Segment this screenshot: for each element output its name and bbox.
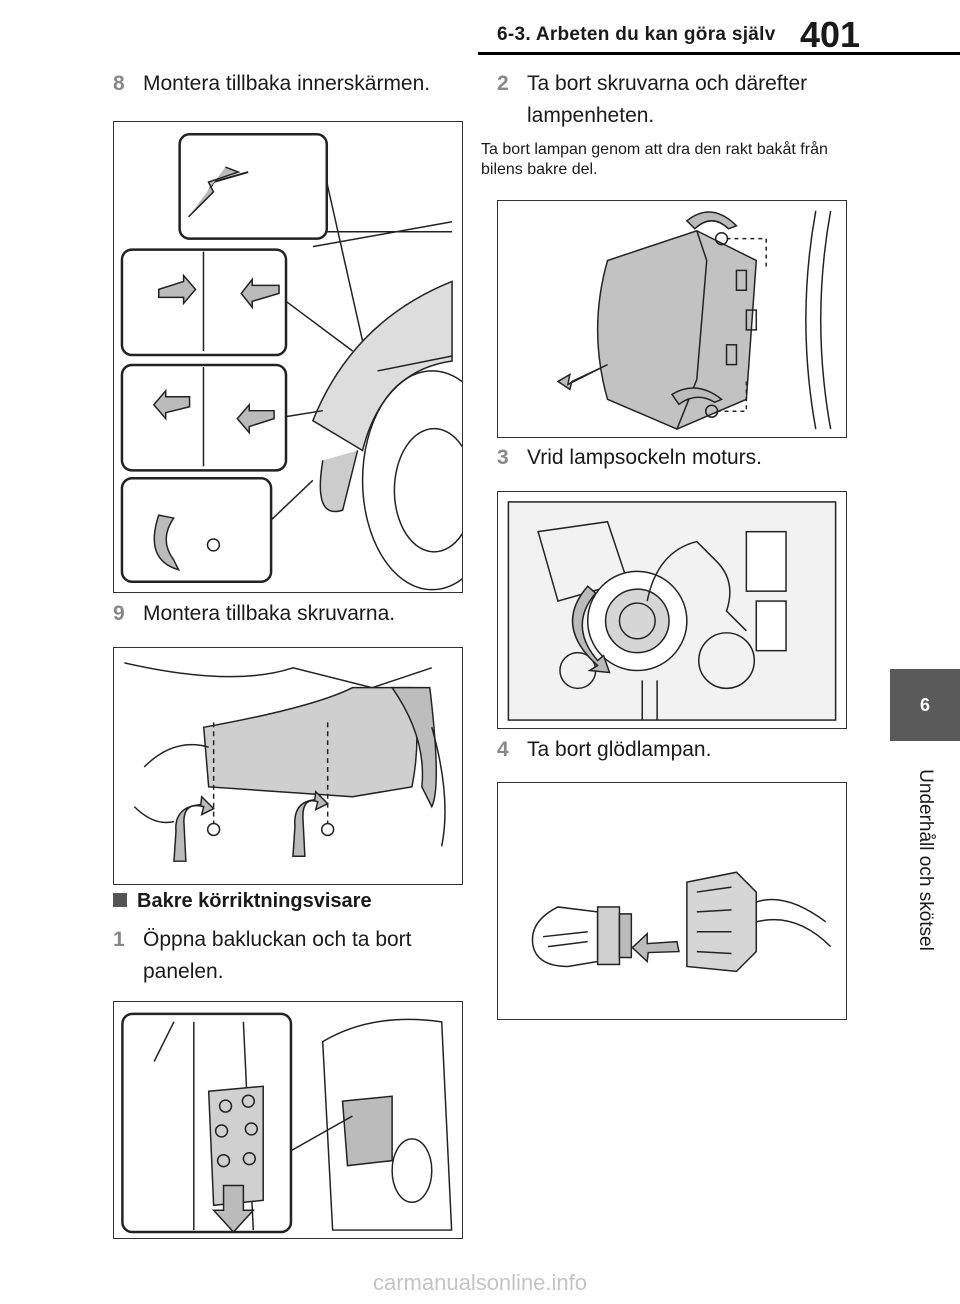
step-1: 1 Öppna bakluckan och ta bort panelen. (113, 924, 433, 988)
bulb-illustration (531, 871, 832, 973)
figure-inner-fender (113, 121, 463, 593)
section-heading: Bakre körriktningsvisare (113, 890, 372, 913)
step-number: 2 (497, 72, 509, 95)
step-text: Öppna bakluckan och ta bort panelen. (143, 928, 412, 983)
step-text: Vrid lampsockeln moturs. (527, 446, 762, 469)
step-2: 2 Ta bort skruvarna och därefter lampenh… (497, 68, 847, 132)
lamp-unit-illustration (556, 210, 832, 430)
bullet-square-icon (113, 893, 127, 907)
step-number: 4 (497, 738, 509, 761)
figure-tailgate-panel (113, 1001, 463, 1239)
header-rule (478, 52, 960, 55)
step-number: 8 (113, 72, 125, 95)
step-number: 9 (113, 602, 125, 625)
tailgate-panel-illustration (121, 1012, 453, 1234)
figure-mudguard (113, 647, 463, 885)
watermark: carmanualsonline.info (372, 1270, 588, 1295)
heading-text: Bakre körriktningsvisare (137, 890, 372, 912)
step-text: Montera tillbaka skruvarna. (143, 602, 396, 625)
step-number: 3 (497, 446, 509, 469)
step-text: Montera tillbaka innerskärmen. (143, 72, 431, 95)
step-2-note: Ta bort lampan genom att dra den rakt ba… (481, 141, 828, 178)
inner-fender-illustration (120, 133, 462, 591)
step-8: 8 Montera tillbaka innerskärmen. (113, 68, 463, 100)
section-title: 6-3. Arbeten du kan göra själv (497, 24, 776, 45)
step-4: 4 Ta bort glödlampan. (497, 734, 847, 766)
page-number: 401 (800, 14, 861, 55)
chapter-label: Underhåll och skötsel (915, 769, 936, 951)
step-text: Ta bort skruvarna och därefter lampenhet… (527, 72, 808, 127)
chapter-number: 6 (919, 695, 930, 715)
bulb-socket-illustration (507, 501, 837, 721)
figure-bulb-socket (497, 491, 847, 729)
figure-lamp-unit (497, 200, 847, 438)
figure-bulb (497, 782, 847, 1020)
mudguard-illustration (124, 662, 446, 862)
chapter-tab[interactable]: 6 (890, 669, 960, 741)
step-number: 1 (113, 928, 125, 951)
step-3: 3 Vrid lampsockeln moturs. (497, 442, 847, 474)
step-9: 9 Montera tillbaka skruvarna. (113, 598, 463, 630)
step-text: Ta bort glödlampan. (527, 738, 712, 761)
